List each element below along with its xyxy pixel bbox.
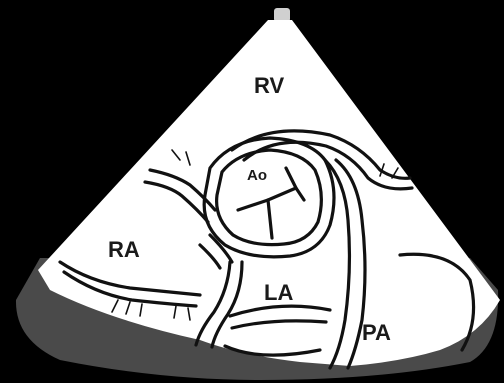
label-ra: RA: [108, 237, 140, 262]
label-pa: PA: [362, 320, 391, 345]
label-ao: Ao: [247, 167, 267, 184]
label-la: LA: [264, 280, 293, 305]
transducer-marker: [274, 8, 290, 22]
label-rv: RV: [254, 73, 284, 98]
